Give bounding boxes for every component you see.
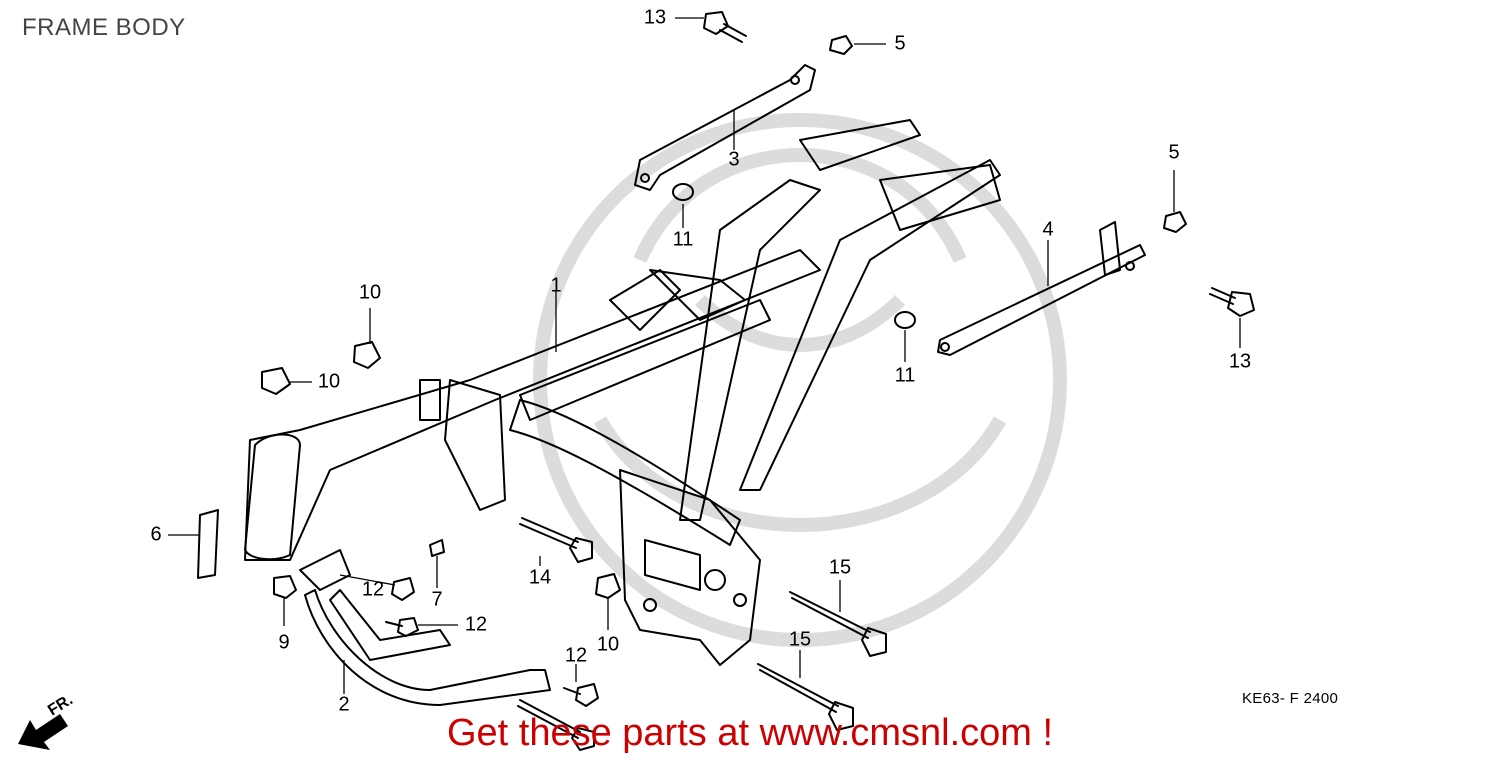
leader-lines [168, 17, 1241, 694]
callout-10: 10 [358, 281, 382, 304]
main-frame-part-1 [244, 119, 1001, 666]
bracket-part-3 [634, 64, 816, 191]
bracket-part-4 [937, 221, 1146, 356]
callout-13: 13 [1228, 350, 1252, 373]
washer-part-11-right [894, 311, 916, 329]
page-title: FRAME BODY [22, 14, 186, 41]
callout-15: 15 [828, 556, 852, 579]
bolt-part-15-upper [789, 591, 887, 657]
callout-11: 11 [672, 228, 694, 251]
callout-11: 11 [894, 364, 916, 387]
bolt-part-lower-long [517, 699, 595, 751]
bolt-part-14 [519, 517, 593, 563]
bolt-part-15-lower [757, 663, 854, 731]
nut-part-5-upper [829, 35, 853, 55]
callout-2: 2 [338, 693, 350, 716]
bolt-part-12-a [391, 577, 415, 601]
bolt-part-12-b [385, 617, 419, 637]
nut-part-10-left [261, 367, 291, 395]
callout-12: 12 [464, 613, 488, 636]
callout-13: 13 [643, 6, 667, 29]
stand-part-2 [299, 549, 551, 706]
pad-part-7 [429, 539, 445, 557]
callout-3: 3 [728, 148, 740, 171]
bolt-part-13-upper [703, 11, 747, 43]
callout-7: 7 [431, 588, 443, 611]
callout-14: 14 [528, 566, 552, 589]
nut-part-9 [273, 575, 297, 599]
bolt-part-12-c [563, 683, 599, 707]
callout-12: 12 [564, 644, 588, 667]
callout-4: 4 [1042, 218, 1054, 241]
tube-part-6 [197, 509, 219, 579]
callout-5: 5 [1168, 141, 1180, 164]
nut-part-10-upper [353, 341, 381, 369]
diagram-code: KE63- F 2400 [1242, 690, 1339, 707]
callout-15: 15 [788, 628, 812, 651]
nut-part-5-right [1163, 211, 1187, 233]
promo-link[interactable]: Get these parts at www.cmsnl.com ! [446, 712, 1054, 754]
callout-9: 9 [278, 631, 290, 654]
washer-part-11-upper [672, 183, 694, 201]
callout-10: 10 [317, 370, 341, 393]
bolt-part-13-right [1209, 287, 1255, 317]
callout-6: 6 [150, 523, 162, 546]
callout-12: 12 [361, 578, 385, 601]
callout-1: 1 [550, 274, 562, 297]
callout-10: 10 [596, 633, 620, 656]
watermark-logo [533, 113, 1067, 647]
nut-part-10-lower [595, 573, 621, 599]
callout-5: 5 [894, 32, 906, 55]
